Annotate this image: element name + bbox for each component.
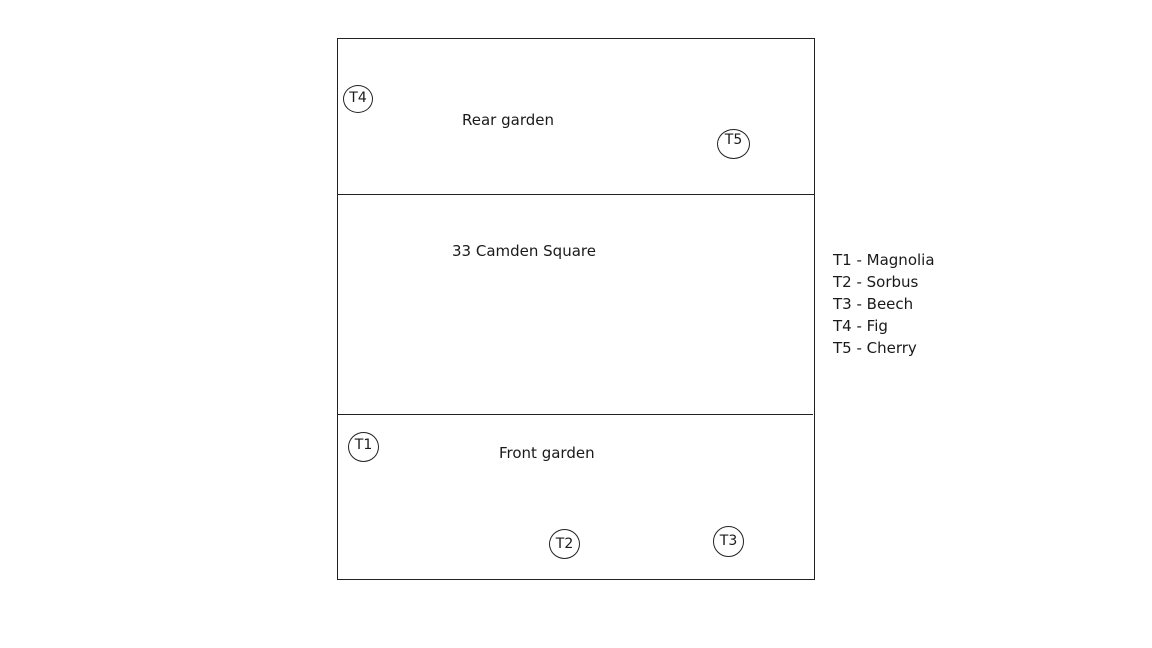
tree-marker-t1-label: T1 (354, 437, 373, 453)
tree-marker-t2-label: T2 (555, 536, 574, 552)
legend-item-t5: T5 - Cherry (833, 339, 917, 357)
tree-marker-t5-label: T5 (724, 132, 743, 148)
tree-marker-t1: T1 (348, 432, 379, 462)
tree-marker-t4: T4 (343, 85, 373, 113)
site-plan: Rear garden 33 Camden Square Front garde… (337, 38, 815, 580)
legend-item-t1: T1 - Magnolia (833, 251, 935, 269)
front-garden-label: Front garden (499, 444, 595, 462)
house-front-boundary (338, 414, 813, 415)
legend-item-t3: T3 - Beech (833, 295, 914, 313)
tree-legend: T1 - Magnolia T2 - Sorbus T3 - Beech T4 … (833, 249, 935, 359)
rear-house-boundary (338, 194, 814, 195)
legend-item-t4: T4 - Fig (833, 317, 888, 335)
tree-marker-t5: T5 (717, 129, 750, 159)
tree-marker-t3-label: T3 (719, 533, 738, 549)
house-label: 33 Camden Square (452, 242, 596, 260)
tree-marker-t3: T3 (713, 526, 744, 557)
tree-marker-t4-label: T4 (349, 90, 367, 106)
rear-garden-label: Rear garden (462, 111, 554, 129)
tree-marker-t2: T2 (549, 529, 580, 559)
legend-item-t2: T2 - Sorbus (833, 273, 919, 291)
